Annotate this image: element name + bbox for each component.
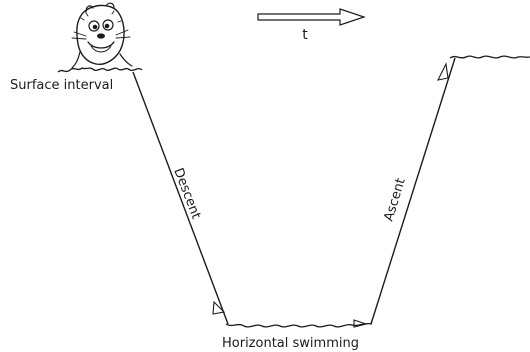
ascent-line	[371, 58, 455, 324]
horizontal-swimming-label: Horizontal swimming	[222, 336, 359, 351]
horizontal-swimming-line	[226, 324, 372, 327]
time-label: t	[302, 27, 308, 43]
water-surface-left	[58, 68, 142, 72]
seal-head-icon	[72, 3, 132, 68]
descent-label: Descent	[170, 166, 203, 221]
ascent-arrowhead	[438, 64, 448, 80]
water-surface-right	[450, 56, 530, 58]
time-arrow-icon	[258, 9, 364, 25]
surface-interval-label: Surface interval	[10, 78, 113, 93]
